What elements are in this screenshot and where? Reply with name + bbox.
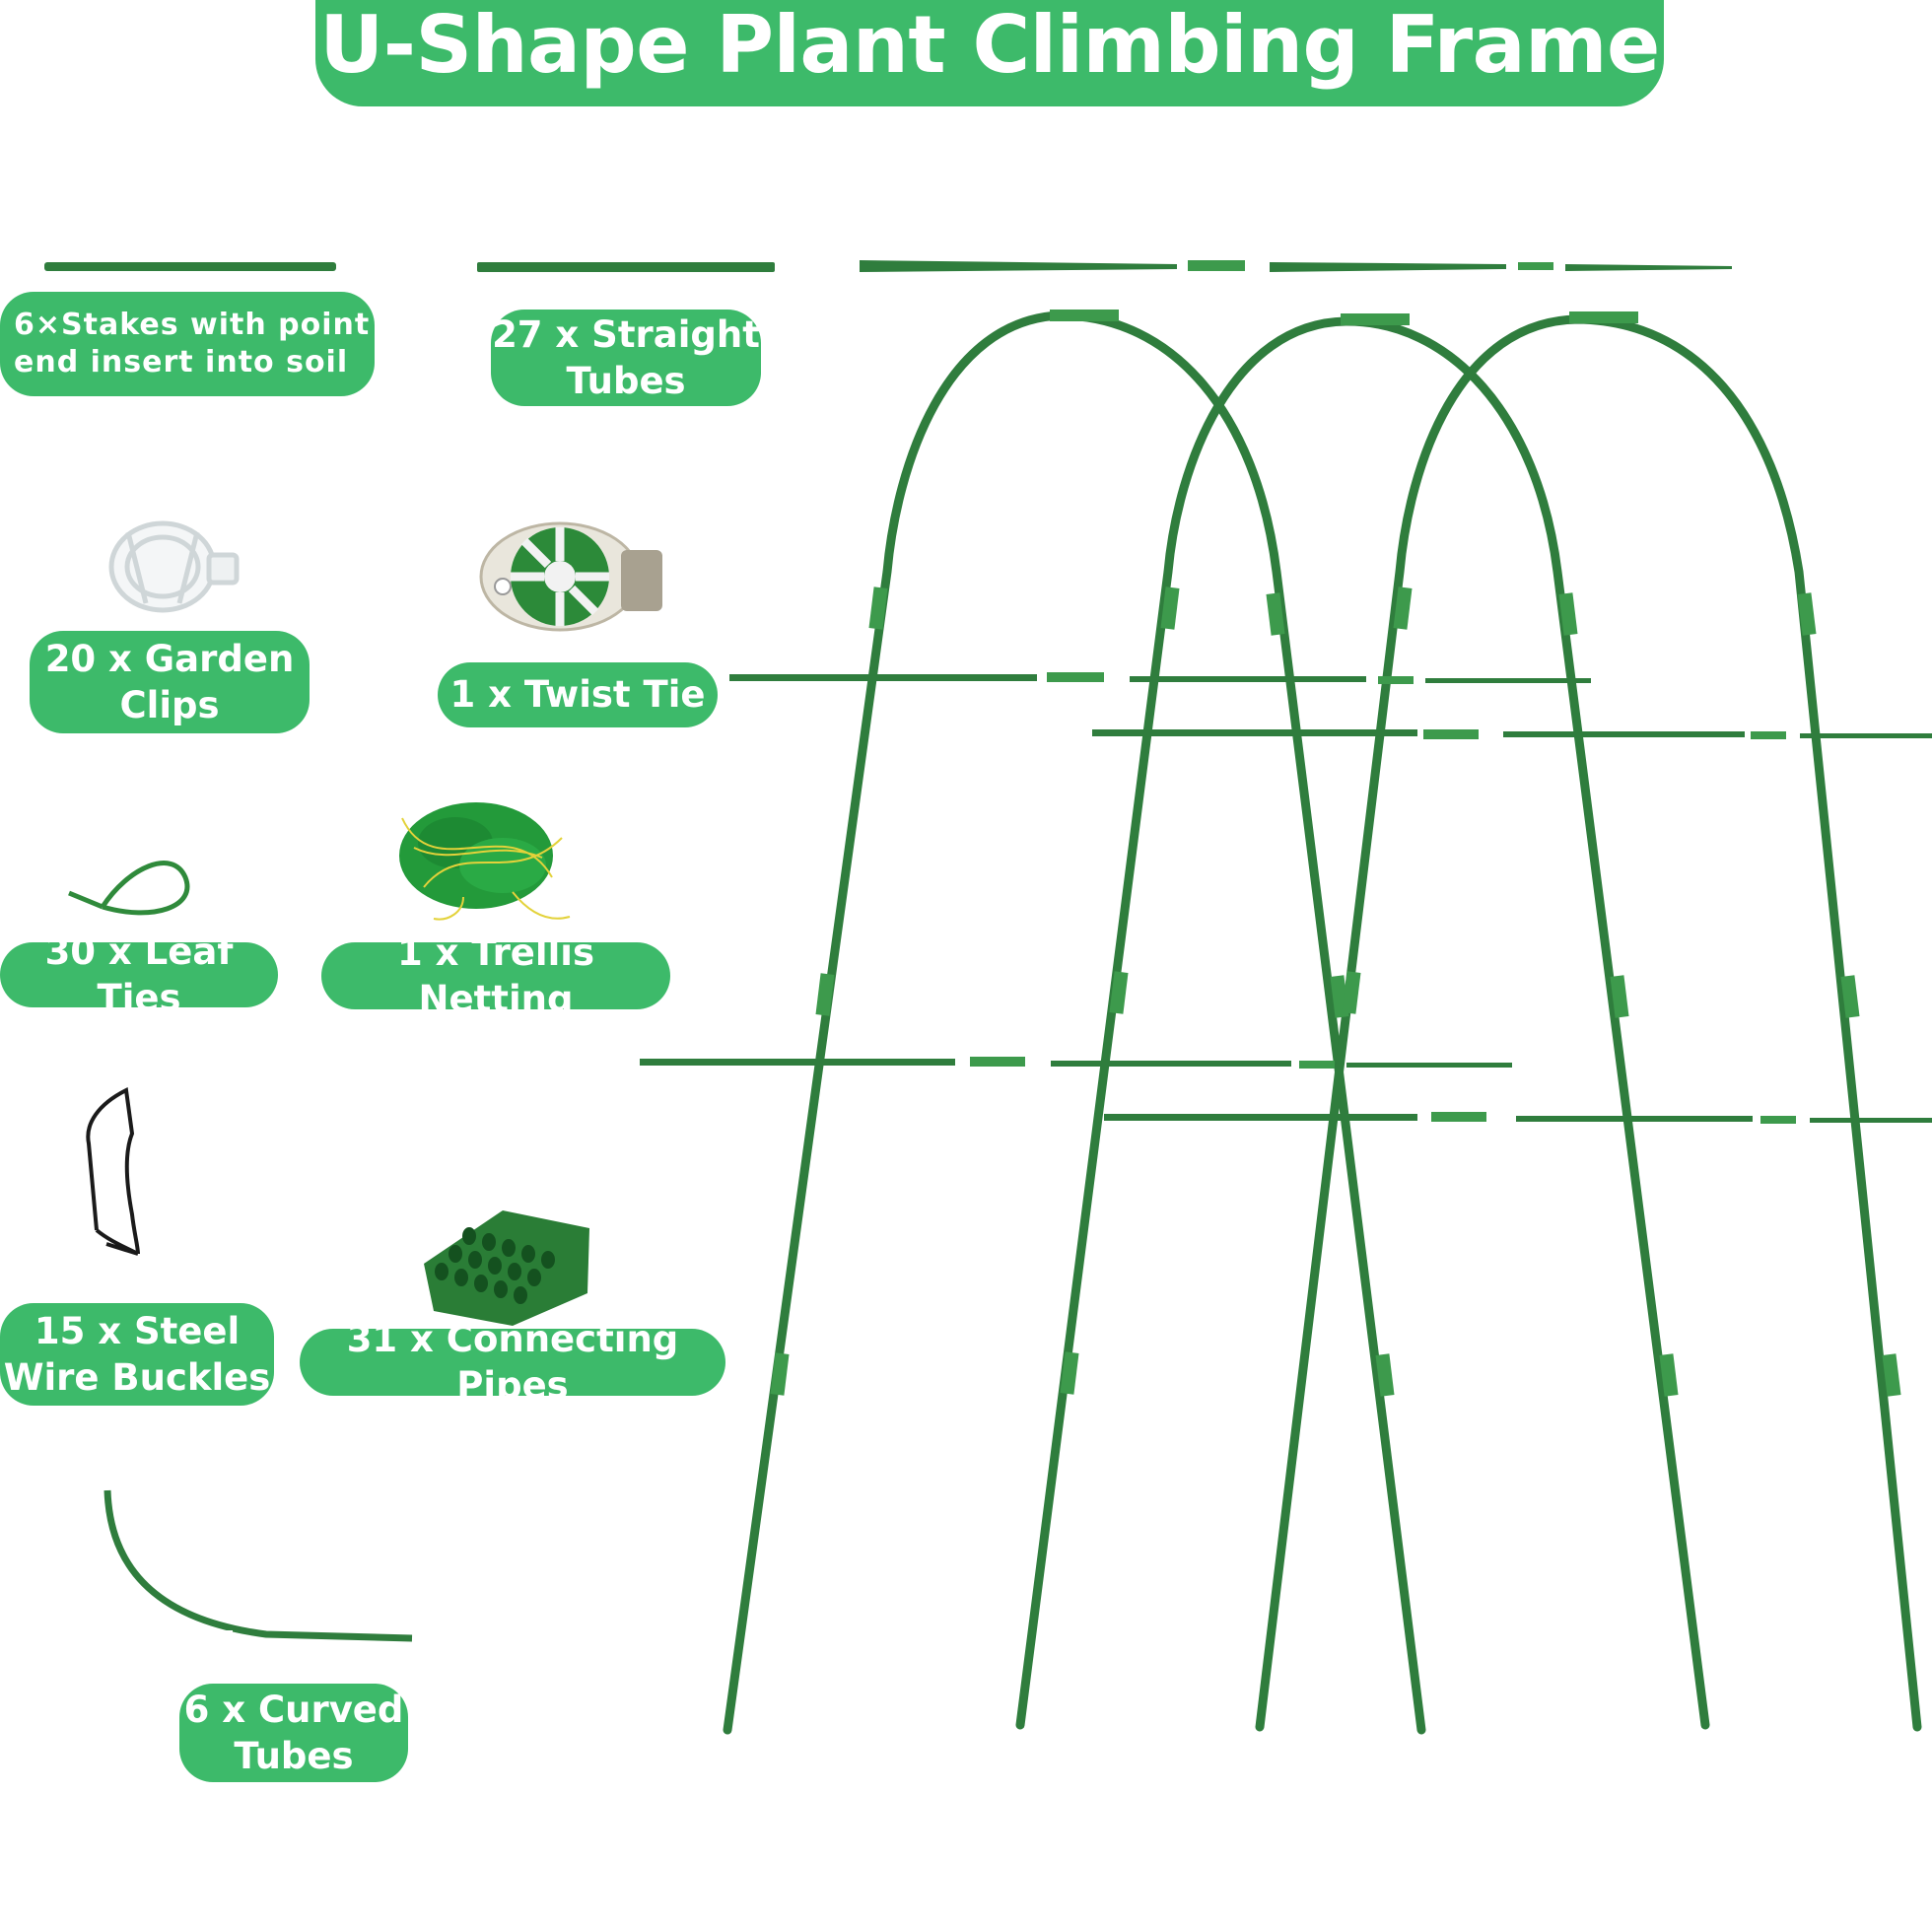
connecting-pipes-icon [424, 1210, 589, 1326]
wire-buckles-label-line-1: 15 x Steel [34, 1309, 241, 1352]
stakes-label-line-1: 6×Stakes with point [14, 307, 371, 342]
curved-tubes-label: 6 x Curved Tubes [179, 1684, 408, 1782]
u-frame-3 [1255, 314, 1922, 1732]
stakes-label: 6×Stakes with point end insert into soil [0, 292, 375, 396]
connecting-pipes-label-text: 31 x Connecting Pipes [346, 1317, 679, 1407]
twist-tie-icon [479, 521, 662, 632]
tube-row-top [860, 260, 1732, 272]
u-frame-2 [1015, 316, 1710, 1730]
garden-clips-label: 20 x Garden Clips [30, 631, 310, 733]
leaf-ties-label-text: 30 x Leaf Ties [44, 930, 234, 1019]
straight-tubes-label: 27 x Straight Tubes [491, 310, 761, 406]
straight-tubes-label-line-2: Tubes [566, 360, 686, 402]
wire-buckles-label-line-2: Wire Buckles [3, 1356, 271, 1399]
trellis-netting-label: 1 x Trellis Netting [321, 932, 670, 1020]
stake-image [44, 262, 336, 271]
leaf-tie-icon [68, 861, 190, 916]
curved-tubes-label-line-1: 6 x Curved [183, 1688, 404, 1731]
title-banner: U-Shape Plant Climbing Frame [315, 0, 1664, 106]
crossbars [640, 672, 1932, 1124]
connecting-pipes-label: 31 x Connecting Pipes [300, 1318, 725, 1407]
straight-tubes-label-line-1: 27 x Straight [492, 312, 760, 356]
page-title: U-Shape Plant Climbing Frame [319, 0, 1660, 91]
wire-buckle-icon [86, 1086, 140, 1256]
u-frame-1 [723, 310, 1426, 1735]
garden-clips-label-line-1: 20 x Garden [44, 637, 295, 680]
wire-buckles-label: 15 x Steel Wire Buckles [0, 1303, 274, 1406]
leaf-ties-label: 30 x Leaf Ties [0, 931, 278, 1019]
stakes-label-line-2: end insert into soil [14, 345, 349, 380]
garden-clips-label-line-2: Clips [119, 684, 220, 726]
trellis-netting-icon [399, 802, 571, 921]
garden-clip-icon [108, 520, 240, 613]
u-frame-assembly [723, 310, 1922, 1735]
straight-tube-image [477, 262, 775, 272]
twist-tie-label: 1 x Twist Tie [438, 662, 718, 727]
trellis-netting-label-text: 1 x Trellis Netting [397, 931, 594, 1020]
leg-connectors [770, 310, 1901, 1397]
twist-tie-label-text: 1 x Twist Tie [449, 673, 706, 717]
curved-tubes-label-line-2: Tubes [234, 1735, 354, 1777]
curved-tube-image [104, 1489, 413, 1642]
